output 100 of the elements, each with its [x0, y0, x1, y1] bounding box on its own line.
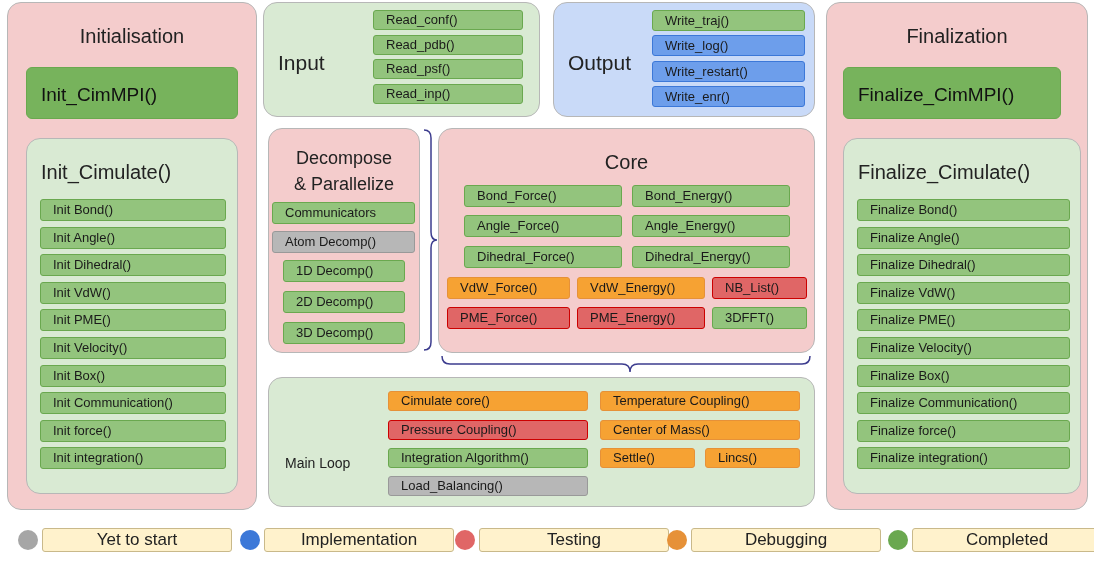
group-heading: Finalization — [905, 24, 1009, 49]
function-label: Init VdW() — [53, 283, 111, 302]
function-box — [40, 392, 226, 415]
function-box — [388, 420, 588, 440]
function-box — [388, 448, 588, 468]
group-panel — [268, 377, 815, 507]
legend-label: Yet to start — [42, 528, 232, 552]
function-label: Finalize Dihedral() — [870, 256, 976, 275]
subgroup-panel — [26, 138, 238, 494]
function-box — [857, 392, 1070, 415]
function-box — [40, 254, 226, 277]
function-box — [283, 260, 405, 282]
function-label: Read_inp() — [386, 84, 451, 103]
function-box — [373, 59, 523, 79]
function-box — [272, 202, 415, 224]
legend-label: Implementation — [264, 528, 454, 552]
function-label: Finalize force() — [870, 421, 956, 440]
function-box — [857, 199, 1070, 221]
function-box — [632, 185, 790, 207]
function-label: Atom Decomp() — [285, 233, 377, 251]
function-box — [712, 277, 807, 299]
function-label: PME_Energy() — [590, 309, 676, 327]
function-label: Read_conf() — [386, 11, 458, 29]
function-box — [464, 185, 622, 207]
function-label: Finalize_CimMPI() — [858, 83, 1015, 108]
function-label: Init force() — [53, 421, 112, 440]
function-box — [600, 420, 800, 440]
function-box — [857, 419, 1070, 442]
function-label: Init Dihedral() — [53, 256, 132, 275]
function-box — [577, 307, 705, 329]
function-label: Init Communication() — [53, 394, 173, 413]
function-box — [857, 226, 1070, 249]
function-box — [632, 215, 790, 237]
function-label: Write_enr() — [665, 87, 730, 106]
group-heading: Main Loop — [285, 454, 351, 473]
group-heading: Init_Cimulate() — [41, 160, 172, 186]
function-label: Lincs() — [718, 449, 757, 467]
function-box — [652, 85, 805, 107]
function-box — [388, 476, 588, 496]
function-box — [40, 226, 226, 249]
function-label: Angle_Force() — [477, 217, 560, 235]
function-label: Write_log() — [665, 37, 729, 56]
group-panel — [553, 2, 815, 117]
function-label: Load_Balancing() — [401, 477, 503, 495]
function-box — [857, 254, 1070, 277]
function-label: Init_CimMPI() — [41, 83, 158, 108]
group-panel — [263, 2, 540, 117]
legend-label: Testing — [479, 528, 669, 552]
function-label: Init PME() — [53, 311, 111, 330]
function-label: 2D Decomp() — [296, 293, 374, 311]
function-label: NB_List() — [725, 279, 780, 297]
function-label: Init Box() — [53, 366, 105, 385]
function-box — [388, 391, 588, 411]
function-label: Finalize integration() — [870, 449, 988, 468]
function-box — [373, 83, 523, 104]
function-box — [40, 281, 226, 304]
function-box — [464, 246, 622, 268]
function-box — [464, 215, 622, 237]
group-heading: Output — [568, 50, 632, 76]
function-box — [26, 67, 238, 119]
function-label: Pressure Coupling() — [401, 421, 517, 439]
function-box — [373, 10, 523, 30]
function-box — [652, 10, 805, 31]
function-label: Finalize PME() — [870, 311, 956, 330]
legend-label: Debugging — [691, 528, 881, 552]
function-box — [40, 364, 226, 387]
function-label: Finalize VdW() — [870, 283, 956, 302]
function-box — [283, 322, 405, 344]
function-box — [600, 448, 695, 468]
function-box — [705, 448, 800, 468]
function-box — [857, 364, 1070, 387]
function-label: 1D Decomp() — [296, 262, 374, 280]
group-panel — [7, 2, 257, 510]
function-label: Finalize Box() — [870, 366, 950, 385]
function-box — [40, 309, 226, 332]
legend-label: Completed — [912, 528, 1094, 552]
function-box — [652, 35, 805, 57]
function-box — [40, 419, 226, 442]
group-heading: Core — [603, 150, 650, 175]
function-label: Angle_Energy() — [645, 217, 736, 235]
function-box — [577, 277, 705, 299]
function-label: Communicators — [285, 204, 377, 222]
function-label: Cimulate core() — [401, 392, 490, 410]
function-box — [632, 246, 790, 268]
function-label: Finalize Bond() — [870, 201, 958, 219]
function-box — [600, 391, 800, 411]
function-box — [40, 337, 226, 359]
function-label: 3D Decomp() — [296, 324, 374, 342]
function-box — [843, 67, 1061, 119]
function-box — [857, 309, 1070, 332]
function-box — [447, 307, 570, 329]
function-label: Finalize Angle() — [870, 228, 960, 247]
group-panel — [826, 2, 1088, 510]
function-label: Finalize Communication() — [870, 394, 1018, 413]
function-label: VdW_Energy() — [590, 279, 676, 297]
function-box — [373, 34, 523, 55]
function-label: Read_pdb() — [386, 35, 455, 54]
function-box — [857, 337, 1070, 359]
group-panel — [438, 128, 815, 353]
function-label: Center of Mass() — [613, 421, 710, 439]
